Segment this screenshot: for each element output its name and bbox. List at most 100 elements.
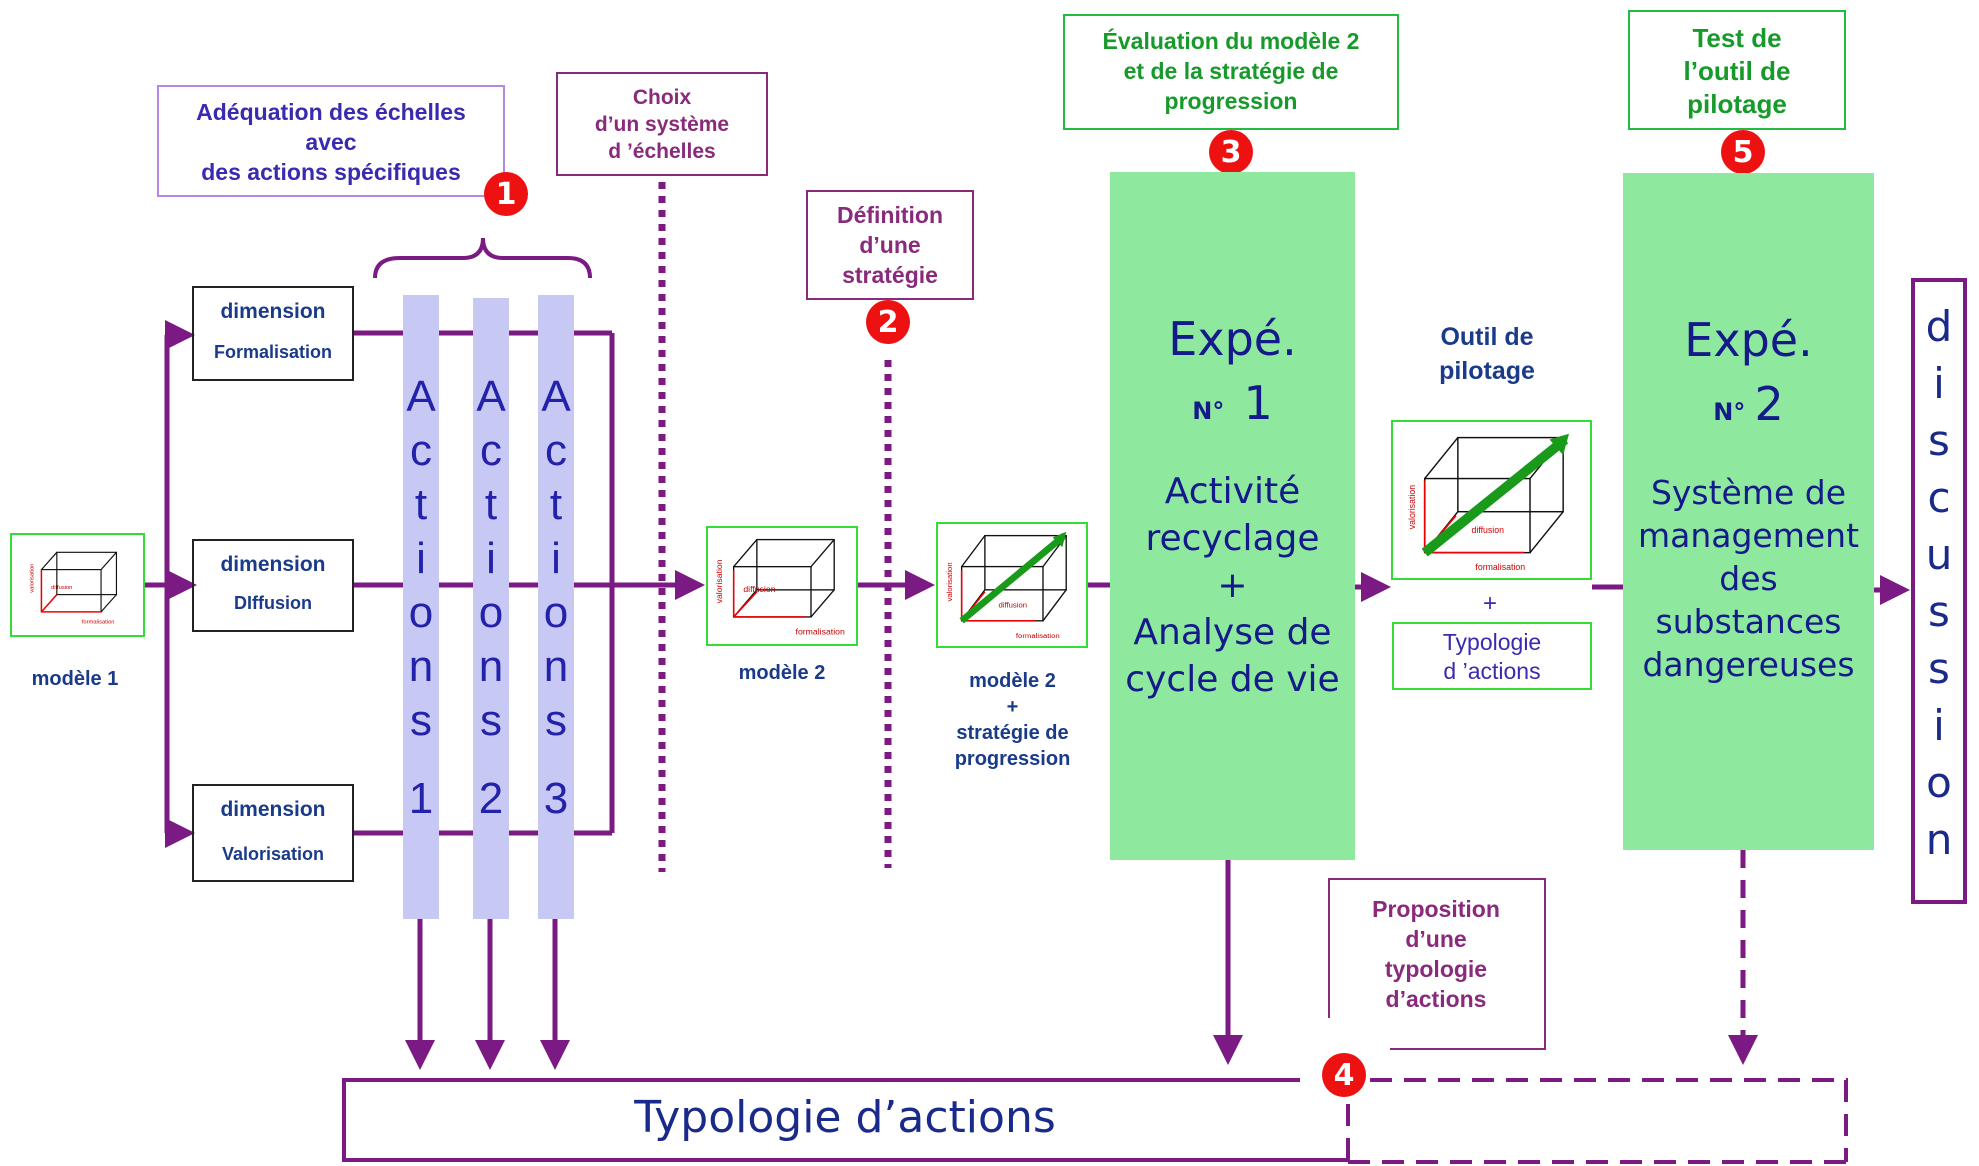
discussion-letter: o [1926,758,1952,807]
cube-formalisation-text: formalisation [1475,562,1525,572]
experiment-1-box: Expé. N° 1 Activité recyclage + Analyse … [1110,172,1355,860]
cube-formalisation-text: formalisation [82,619,115,625]
actions-2-text: A c t i o n s 2 [471,370,511,826]
cube-diffusion-text: diffusion [51,585,72,591]
outil-pilotage-title: Outil de pilotage [1439,323,1535,385]
letter: t [549,480,563,529]
experiment-2-number: N° 2 [1623,377,1874,431]
discussion-letter: c [1927,473,1951,522]
discussion-letter: u [1925,530,1953,579]
model-2-strategy-label: modèle 2 + stratégie de progression [954,670,1071,770]
test-label-box: Test de l’outil de pilotage [1628,10,1846,130]
letter: A [541,372,571,421]
letter: i [486,534,496,583]
discussion-box: d i s c u s s i o n [1911,278,1967,904]
letter: o [543,588,569,637]
action-bar-2 [473,298,509,919]
cube-diffusion-text: diffusion [998,600,1027,609]
model-2-label: modèle 2 [738,662,826,684]
choix-label-box: Choix d’un système d ’échelles [556,72,768,176]
dimension-name: Valorisation [221,844,325,864]
letter: t [484,480,498,529]
evaluation-label-box: Évaluation du modèle 2 et de la stratégi… [1063,14,1399,130]
cube-diffusion-text: diffusion [1472,525,1505,535]
experiment-number-value: 2 [1754,377,1784,431]
dimension-title: dimension [220,300,326,323]
dimension-valorisation-box: dimension Valorisation [192,784,354,882]
proposition-left-border [1328,878,1330,1018]
experiment-number-prefix: N° [1713,398,1746,426]
dimension-name: Formalisation [213,342,333,362]
letter: n [478,642,504,691]
adequation-label-box: Adéquation des échelles avec des actions… [157,85,505,197]
experiment-2-description: Système de management des substances dan… [1637,473,1860,684]
dimension-diffusion-box: dimension DIffusion [192,539,354,632]
experiment-number-value: 1 [1243,376,1273,430]
dimension-title: dimension [220,798,326,821]
dimension-name: DIffusion [234,593,312,613]
letter: A [406,372,436,421]
cube-valorisation-text: valorisation [30,564,36,593]
cube-valorisation-text: valorisation [714,559,724,603]
dimension-formalisation-box: dimension Formalisation [192,286,354,381]
letter: A [476,372,506,421]
model-2-strategy-cube: valorisation diffusion formalisation [936,522,1088,648]
experiment-1-description: Activité recyclage + Analyse de cycle de… [1125,471,1340,700]
model-1-label: modèle 1 [31,668,119,690]
cube-formalisation-text: formalisation [1016,631,1060,640]
badge-4: 4 [1322,1053,1366,1097]
letter: o [408,588,434,637]
cube-valorisation-text: valorisation [945,562,954,601]
action-bar-3 [538,295,574,919]
letter: o [478,588,504,637]
letter: s [480,696,502,745]
experiment-2-box: Expé. N° 2 Système de management des sub… [1623,173,1874,850]
proposition-label-box: Proposition d’une typologie d’actions [1328,878,1546,1050]
letter: s [545,696,567,745]
letter: c [410,426,432,475]
typologie-box [342,1078,1348,1162]
letter: n [543,642,569,691]
typologie-box-top [342,1078,1300,1082]
letter: i [416,534,426,583]
discussion-letter: s [1928,587,1950,636]
outil-pilotage-cube: valorisation diffusion formalisation [1391,420,1592,580]
cube-diffusion-text: diffusion [743,584,775,594]
badge-5: 5 [1721,130,1765,174]
experiment-1-title: Expé. [1168,312,1297,366]
letter: i [551,534,561,583]
action-number: 2 [478,774,504,823]
model-1-cube: valorisation diffusion formalisation [10,533,145,637]
outil-plus-sign: + [1482,590,1497,617]
letter: t [414,480,428,529]
letter: c [545,426,567,475]
experiment-number-prefix: N° [1192,397,1225,425]
actions-3-text: A c t i o n s 3 [536,370,576,826]
definition-label-box: Définition d’une stratégie [806,190,974,300]
outil-typologie-box: Typologie d ’actions [1392,622,1592,690]
experiment-1-number: N° 1 [1110,376,1355,430]
actions-1-text: A c t i o n s 1 [401,370,441,826]
letter: n [408,642,434,691]
typologie-title: Typologie d’actions [634,1092,1056,1143]
discussion-letter: i [1933,701,1945,750]
action-bar-1 [403,295,439,919]
discussion-letter: s [1928,644,1950,693]
badge-3: 3 [1209,130,1253,174]
cube-valorisation-text: valorisation [1407,485,1417,529]
badge-2: 2 [866,300,910,344]
badge-1: 1 [484,172,528,216]
discussion-letter: i [1933,359,1945,408]
discussion-letter: s [1928,416,1950,465]
dimension-title: dimension [220,553,326,576]
discussion-letter: n [1925,815,1953,864]
discussion-letter: d [1925,302,1953,351]
model-2-cube: valorisation diffusion formalisation [706,526,858,646]
action-number: 3 [543,774,569,823]
letter: s [410,696,432,745]
proposition-bottom-border [1390,1048,1546,1050]
action-number: 1 [408,774,434,823]
experiment-2-title: Expé. [1684,313,1813,367]
cube-formalisation-text: formalisation [796,626,845,636]
